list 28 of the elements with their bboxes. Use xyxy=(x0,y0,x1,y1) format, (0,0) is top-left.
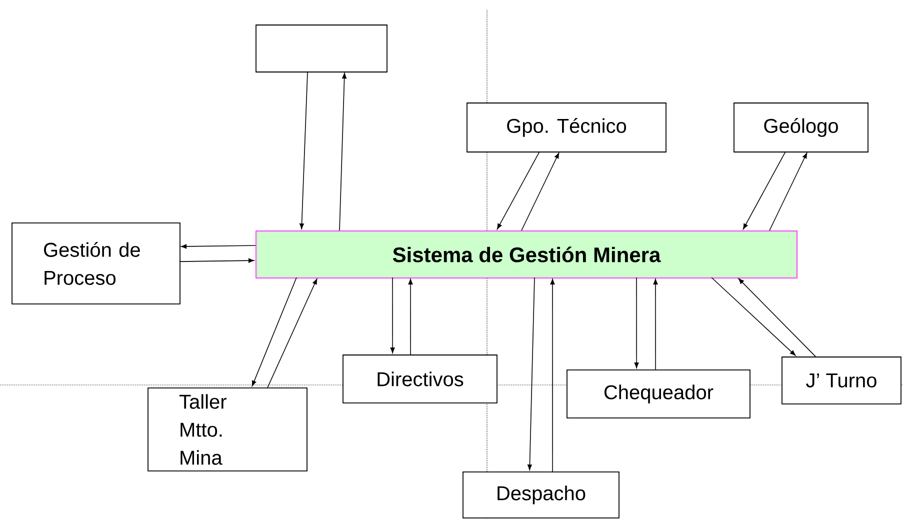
system-box: Sistema de Gestión Minera xyxy=(256,230,798,278)
process-box: Chequeador xyxy=(566,370,750,418)
arrow xyxy=(738,278,816,357)
process-box: Despacho xyxy=(462,472,620,518)
arrow xyxy=(653,278,658,370)
arrow xyxy=(252,277,297,386)
arrow xyxy=(267,278,318,388)
process-box: J’ Turno xyxy=(782,356,902,404)
empty-box xyxy=(256,24,388,72)
arrow xyxy=(528,277,535,470)
process-box: Gpo. Técnico xyxy=(466,102,666,152)
arrow xyxy=(711,277,796,356)
arrow xyxy=(496,151,540,230)
process-box: Geólogo xyxy=(734,102,868,152)
arrow xyxy=(179,258,254,263)
arrow xyxy=(339,72,347,231)
arrow xyxy=(742,151,786,230)
arrow xyxy=(769,152,808,231)
arrow xyxy=(300,71,308,230)
process-box: Directivos xyxy=(342,354,498,404)
process-box: Taller Mtto. Mina xyxy=(148,388,308,472)
arrow xyxy=(408,278,413,355)
arrow xyxy=(550,278,555,472)
process-box: Gestión de Proceso xyxy=(12,222,180,304)
arrow xyxy=(180,244,256,249)
arrow xyxy=(634,277,639,368)
arrow xyxy=(390,277,395,354)
arrow xyxy=(521,152,560,231)
